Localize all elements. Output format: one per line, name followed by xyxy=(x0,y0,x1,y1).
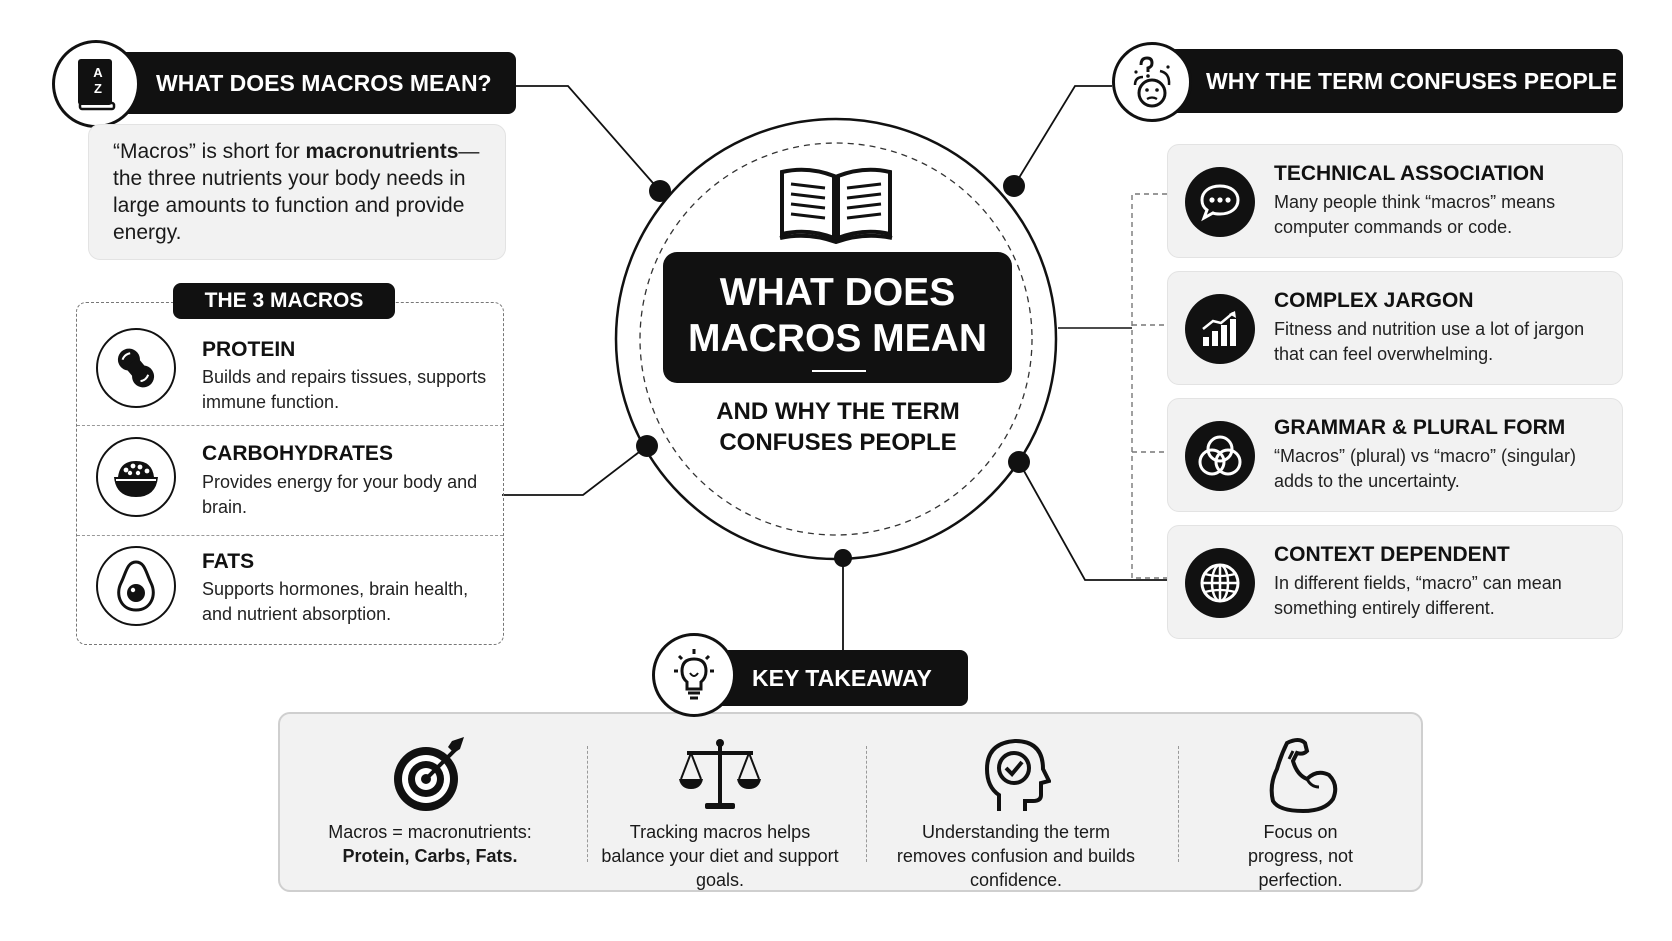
definition-card: “Macros” is short for macronutrients—the… xyxy=(88,124,506,260)
takeaway-text-line: Macros = macronutrients: xyxy=(328,822,532,842)
macro-title: PROTEIN xyxy=(202,338,296,361)
center-title-line2: MACROS MEAN xyxy=(688,317,987,360)
peanut-icon xyxy=(96,328,176,408)
macro-row-protein: PROTEIN Builds and repairs tissues, supp… xyxy=(77,303,503,412)
definition-bold: macronutrients xyxy=(305,140,459,163)
macro-title: CARBOHYDRATES xyxy=(202,442,393,465)
reason-card-grammar: GRAMMAR & PLURAL FORM “Macros” (plural) … xyxy=(1167,398,1623,512)
center-title-underline xyxy=(812,370,866,372)
reason-desc: “Macros” (plural) vs “macro” (singular) … xyxy=(1274,446,1577,491)
balance-scale-icon xyxy=(675,730,765,820)
takeaway-text-bold: Protein, Carbs, Fats. xyxy=(342,846,518,866)
center-subtitle-line1: AND WHY THE TERM xyxy=(716,398,960,425)
takeaway-text: Macros = macronutrients: Protein, Carbs,… xyxy=(280,820,580,868)
takeaway-item: Focus on progress, not perfection. xyxy=(1178,714,1423,890)
confused-face-icon xyxy=(1112,42,1192,122)
takeaway-title: KEY TAKEAWAY xyxy=(752,664,932,691)
center-subtitle: AND WHY THE TERM CONFUSES PEOPLE xyxy=(680,396,996,458)
definition-text-end: —the three nutrients your body needs in … xyxy=(113,140,480,244)
reason-title: CONTEXT DEPENDENT xyxy=(1274,543,1510,566)
reason-desc: Many people think “macros” means compute… xyxy=(1274,192,1556,237)
avocado-icon xyxy=(96,546,176,626)
macro-title: FATS xyxy=(202,550,255,573)
center-subtitle-line2: CONFUSES PEOPLE xyxy=(719,429,957,456)
lightbulb-icon xyxy=(652,633,736,717)
macros-section-title: THE 3 MACROS xyxy=(173,283,395,319)
reason-title: GRAMMAR & PLURAL FORM xyxy=(1274,416,1566,439)
left-header-pill: WHAT DOES MACROS MEAN? xyxy=(110,52,516,114)
venn-diagram-icon xyxy=(1185,421,1255,491)
left-header-title: WHAT DOES MACROS MEAN? xyxy=(156,69,492,96)
reason-title: TECHNICAL ASSOCIATION xyxy=(1274,162,1545,185)
head-check-icon xyxy=(971,730,1061,820)
takeaway-item: Understanding the term removes confusion… xyxy=(866,714,1166,890)
macro-desc: Builds and repairs tissues, supports imm… xyxy=(202,367,487,412)
right-header-pill: WHY THE TERM CONFUSES PEOPLE xyxy=(1148,49,1623,113)
reason-card-technical: TECHNICAL ASSOCIATION Many people think … xyxy=(1167,144,1623,258)
macro-desc: Supports hormones, brain health, and nut… xyxy=(202,579,469,624)
macro-row-carbohydrates: CARBOHYDRATES Provides energy for your b… xyxy=(77,425,503,530)
open-book-icon xyxy=(778,162,894,249)
takeaway-separator xyxy=(866,746,867,862)
reason-desc: In different fields, “macro” can mean so… xyxy=(1274,573,1562,618)
flexed-arm-icon xyxy=(1256,730,1346,820)
definition-text: “Macros” is short for macronutrients—the… xyxy=(113,138,498,246)
takeaway-item: Tracking macros helps balance your diet … xyxy=(580,714,860,890)
dictionary-book-icon: A Z xyxy=(52,40,140,128)
takeaway-separator xyxy=(587,746,588,862)
macro-desc: Provides energy for your body and brain. xyxy=(202,472,478,517)
dictionary-letters: A Z xyxy=(93,65,103,96)
reason-card-jargon: COMPLEX JARGON Fitness and nutrition use… xyxy=(1167,271,1623,385)
takeaway-separator xyxy=(1178,746,1179,862)
takeaway-box: Macros = macronutrients: Protein, Carbs,… xyxy=(278,712,1423,892)
reason-title: COMPLEX JARGON xyxy=(1274,289,1474,312)
macros-box: PROTEIN Builds and repairs tissues, supp… xyxy=(76,302,504,645)
bar-chart-icon xyxy=(1185,294,1255,364)
macro-divider xyxy=(77,425,503,426)
target-icon xyxy=(385,730,475,820)
center-title-line1: WHAT DOES xyxy=(719,271,956,314)
reason-card-context: CONTEXT DEPENDENT In different fields, “… xyxy=(1167,525,1623,639)
macros-section-title-text: THE 3 MACROS xyxy=(204,289,364,312)
takeaway-text: Tracking macros helps balance your diet … xyxy=(601,822,839,890)
takeaway-text: Focus on progress, not perfection. xyxy=(1178,820,1423,892)
macro-divider xyxy=(77,535,503,536)
takeaway-text-line: Focus on progress, not perfection. xyxy=(1247,822,1354,890)
takeaway-text: Understanding the term removes confusion… xyxy=(896,822,1136,890)
chat-bubble-icon xyxy=(1185,167,1255,237)
takeaway-item: Macros = macronutrients: Protein, Carbs,… xyxy=(280,714,580,890)
reason-desc: Fitness and nutrition use a lot of jargo… xyxy=(1274,319,1585,364)
grain-bowl-icon xyxy=(96,437,176,517)
globe-icon xyxy=(1185,548,1255,618)
macro-row-fats: FATS Supports hormones, brain health, an… xyxy=(77,535,503,640)
right-header-title: WHY THE TERM CONFUSES PEOPLE xyxy=(1206,67,1618,94)
center-title: WHAT DOES MACROS MEAN xyxy=(663,252,1012,383)
definition-text-start: “Macros” is short for xyxy=(113,140,306,163)
